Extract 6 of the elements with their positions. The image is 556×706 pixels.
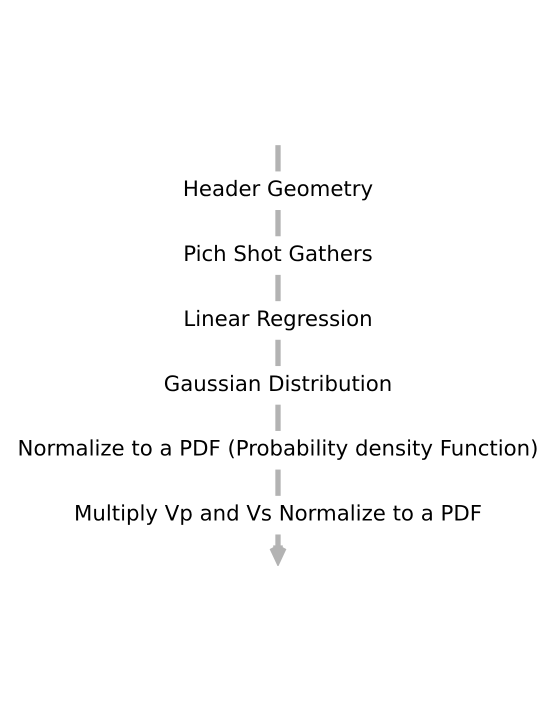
node-text: Normalize to a PDF (Probability density Function) [18, 436, 538, 462]
node-text: Pich Shot Gathers [183, 242, 373, 267]
node-text: Multiply Vp and Vs Normalize to a PDF [74, 502, 482, 527]
node-text: Header Geometry [182, 177, 374, 202]
node-text: Linear Regression [183, 306, 373, 332]
node-text: Gaussian Distribution [164, 372, 392, 397]
